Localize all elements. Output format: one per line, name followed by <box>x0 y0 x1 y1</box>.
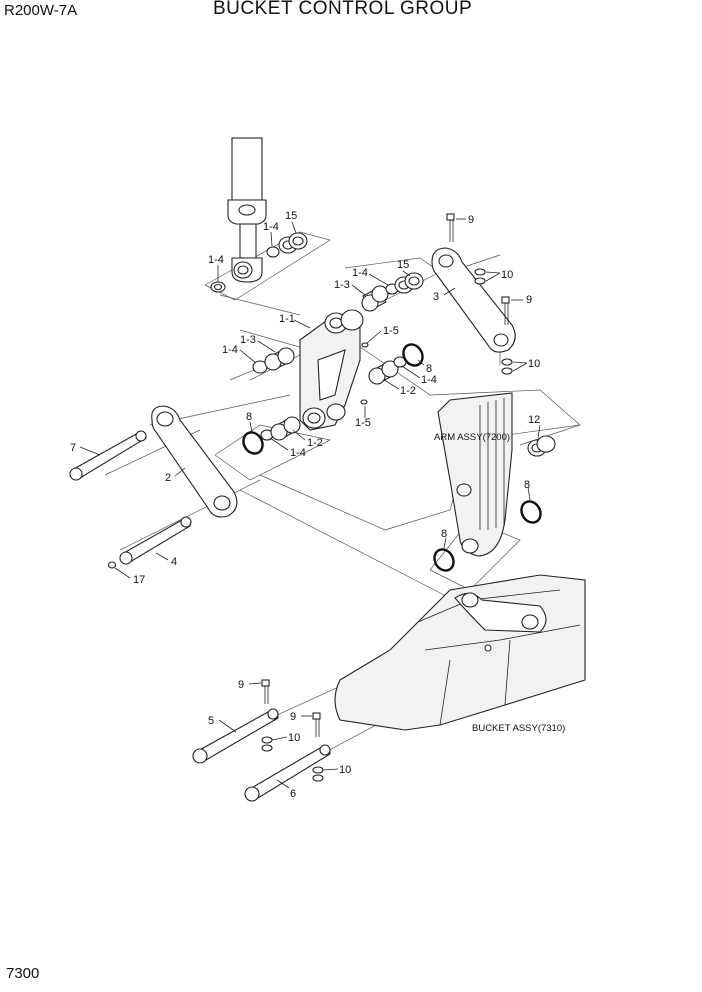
callout-9: 9 <box>290 711 296 723</box>
arm-rings <box>433 435 556 572</box>
callout-5: 5 <box>208 715 214 727</box>
callout-8: 8 <box>441 528 447 540</box>
callout-17: 17 <box>133 574 145 586</box>
callout-1-4: 1-4 <box>421 374 437 386</box>
mid-bushing <box>368 343 424 385</box>
left-bushing <box>252 347 295 374</box>
model-code: R200W-7A <box>4 2 78 19</box>
callout-1-2: 1-2 <box>307 437 323 449</box>
callout-1-4: 1-4 <box>352 267 368 279</box>
page-number: 7300 <box>6 965 40 982</box>
callout-8: 8 <box>524 479 530 491</box>
callout-1-5: 1-5 <box>383 325 399 337</box>
leader-lines <box>79 218 541 789</box>
callout-4: 4 <box>171 556 177 568</box>
bucket-assembly <box>334 574 586 731</box>
callout-12: 12 <box>528 414 540 426</box>
page-title: BUCKET CONTROL GROUP <box>213 0 473 19</box>
callout-1-5: 1-5 <box>355 417 371 429</box>
callout-1-4: 1-4 <box>208 254 224 266</box>
callout-10: 10 <box>288 732 300 744</box>
callout-8: 8 <box>246 411 252 423</box>
upper-bushing-stack <box>361 272 424 312</box>
callout-15: 15 <box>397 259 409 271</box>
pin-5 <box>192 679 279 764</box>
callout-1-4: 1-4 <box>263 221 279 233</box>
callout-15: 15 <box>285 210 297 222</box>
callout-8: 8 <box>426 363 432 375</box>
callout-9: 9 <box>468 214 474 226</box>
callout-9: 9 <box>238 679 244 691</box>
callout-10: 10 <box>528 358 540 370</box>
link-2 <box>151 405 238 518</box>
lower-bushing <box>242 416 301 455</box>
callout-10: 10 <box>501 269 513 281</box>
callout-3: 3 <box>433 291 439 303</box>
link-3 <box>431 247 516 353</box>
callout-6: 6 <box>290 788 296 800</box>
link-1-1 <box>299 309 369 431</box>
arm-assy-label: ARM ASSY(7200) <box>434 432 510 443</box>
bucket-cylinder <box>227 137 267 283</box>
callout-1-2: 1-2 <box>400 385 416 397</box>
bolt-nut-set-top <box>446 213 513 375</box>
callout-1-4: 1-4 <box>222 344 238 356</box>
callout-1-3: 1-3 <box>334 279 350 291</box>
callout-9: 9 <box>526 294 532 306</box>
callout-1-1: 1-1 <box>279 313 295 325</box>
bucket-assy-label: BUCKET ASSY(7310) <box>472 723 565 734</box>
callout-10: 10 <box>339 764 351 776</box>
callout-labels: 1-4 15 1-4 9 10 3 9 10 15 1-4 1-3 1-1 1-… <box>70 210 540 800</box>
callout-7: 7 <box>70 442 76 454</box>
arm-assembly-tip <box>437 392 513 557</box>
pin-4 <box>107 516 192 569</box>
callout-2: 2 <box>165 472 171 484</box>
pin-7 <box>69 430 147 481</box>
callout-1-4: 1-4 <box>290 447 306 459</box>
pin-6 <box>244 712 331 802</box>
callout-1-3: 1-3 <box>240 334 256 346</box>
cylinder-pin-parts <box>210 232 308 293</box>
